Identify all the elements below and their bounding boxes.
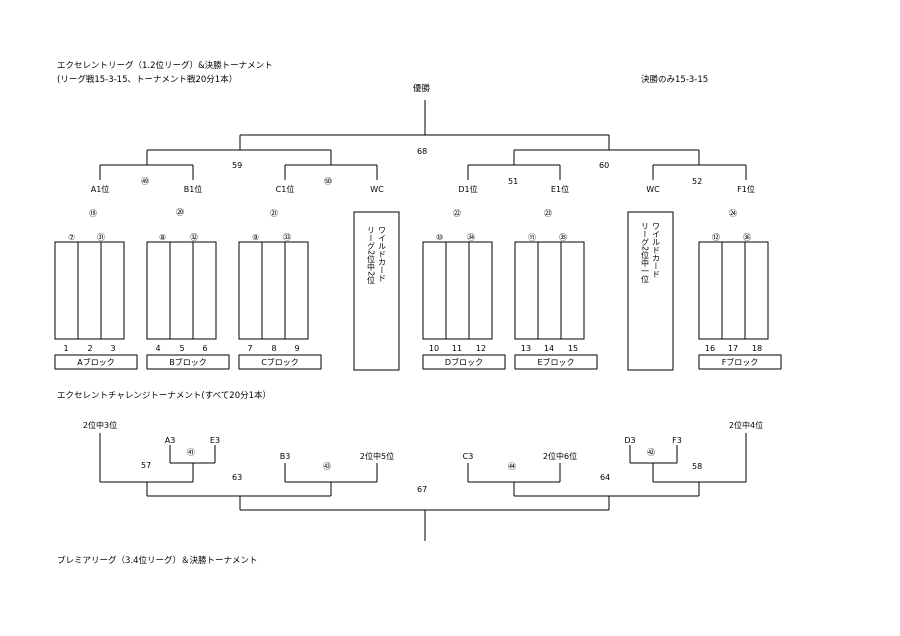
match-60: 60 <box>599 161 609 170</box>
match-52: 52 <box>692 177 702 186</box>
block-b-num-5: 5 <box>179 344 184 353</box>
block-b-circle: ⑳ <box>176 208 184 217</box>
block-f: ⑫ ㊱ 16 17 18 Fブロック <box>698 233 782 370</box>
wildcard-left-title: ワイルドカード <box>378 226 387 282</box>
block-a: ⑦ ㉛ 1 2 3 Aブロック <box>54 233 138 370</box>
block-d-circle: ㉒ <box>453 209 461 218</box>
block-e-num-14: 14 <box>544 344 554 353</box>
challenge-e3: E3 <box>210 436 220 445</box>
slot-a1: A1位 <box>91 184 110 194</box>
challenge-match-42: ㊷ <box>647 448 655 457</box>
match-68: 68 <box>417 147 427 156</box>
block-f-top-left: ⑫ <box>712 233 720 242</box>
wildcard-box-right: ワイルドカード リーグ2位中一位 <box>627 211 674 371</box>
slot-c1: C1位 <box>276 184 295 194</box>
match-49: ㊾ <box>141 177 149 186</box>
block-b-num-6: 6 <box>202 344 207 353</box>
challenge-2nd-3rd: 2位中3位 <box>83 420 117 430</box>
excellent-league-title: エクセレントリーグ（1.2位リーグ）&決勝トーナメント <box>57 60 273 71</box>
block-c-top-left: ⑨ <box>252 233 259 242</box>
challenge-match-67: 67 <box>417 485 427 494</box>
block-f-circle: ㉔ <box>729 209 737 218</box>
block-d-num-12: 12 <box>476 344 486 353</box>
challenge-b3: B3 <box>280 452 291 461</box>
slot-b1: B1位 <box>184 184 203 194</box>
challenge-match-43: ㊸ <box>323 462 331 471</box>
block-b-num-4: 4 <box>155 344 160 353</box>
block-d-top-right: ㉞ <box>467 233 475 242</box>
slot-wc-left: WC <box>370 185 384 194</box>
slot-wc-right: WC <box>646 185 660 194</box>
block-e-top-right: ㉟ <box>559 233 567 242</box>
challenge-d3: D3 <box>624 436 635 445</box>
block-b-label: Bブロック <box>169 357 207 367</box>
block-a-top-left: ⑦ <box>68 233 75 242</box>
block-c-top-right: ㉝ <box>283 233 291 242</box>
block-d-top-left: ⑩ <box>436 233 443 242</box>
block-b-top-left: ⑧ <box>159 233 166 242</box>
match-51: 51 <box>508 177 518 186</box>
block-c-num-9: 9 <box>294 344 299 353</box>
block-e-num-15: 15 <box>568 344 578 353</box>
premier-league-title: プレミアリーグ（3.4位リーグ）＆決勝トーナメント <box>57 555 258 566</box>
block-c-num-8: 8 <box>271 344 276 353</box>
final-only-rule: 決勝のみ15-3-15 <box>641 74 708 85</box>
challenge-a3: A3 <box>165 436 176 445</box>
challenge-match-57: 57 <box>141 461 151 470</box>
wildcard-right-title: ワイルドカード <box>652 222 661 278</box>
block-a-num-3: 3 <box>110 344 115 353</box>
block-f-top-right: ㊱ <box>743 233 751 242</box>
block-c-num-7: 7 <box>247 344 252 353</box>
block-e-num-13: 13 <box>521 344 531 353</box>
challenge-match-64: 64 <box>600 473 610 482</box>
challenge-2nd-4th: 2位中4位 <box>729 420 763 430</box>
block-a-label: Aブロック <box>77 357 114 367</box>
challenge-c3: C3 <box>463 452 474 461</box>
block-f-label: Fブロック <box>722 357 759 367</box>
block-a-num-2: 2 <box>87 344 92 353</box>
block-a-circle: ⑲ <box>89 209 97 218</box>
block-d-num-11: 11 <box>452 344 462 353</box>
block-c-label: Cブロック <box>261 357 299 367</box>
block-d-num-10: 10 <box>429 344 439 353</box>
challenge-f3: F3 <box>672 436 682 445</box>
challenge-2nd-6th: 2位中6位 <box>543 451 577 461</box>
match-59: 59 <box>232 161 242 170</box>
champion-label: 優勝 <box>413 83 431 94</box>
wildcard-left-desc: リーグ2位中2位 <box>367 226 376 284</box>
block-d-label: Dブロック <box>445 357 483 367</box>
challenge-match-63: 63 <box>232 473 242 482</box>
block-f-num-18: 18 <box>752 344 762 353</box>
block-e-top-left: ⑪ <box>528 233 536 242</box>
excellent-league-rules: (リーグ戦15-3-15、トーナメント戦20分1本） <box>57 74 237 85</box>
slot-e1: E1位 <box>551 184 569 194</box>
match-50: ㊿ <box>324 177 332 186</box>
challenge-match-41: ㊶ <box>187 448 195 457</box>
block-a-top-right: ㉛ <box>97 233 105 242</box>
challenge-match-58: 58 <box>692 462 702 471</box>
block-f-num-16: 16 <box>705 344 715 353</box>
block-d: ⑩ ㉞ 10 11 12 Dブロック <box>422 233 506 370</box>
block-c: ⑨ ㉝ 7 8 9 Cブロック <box>238 233 322 370</box>
wildcard-box-left: ワイルドカード リーグ2位中2位 <box>353 211 400 371</box>
challenge-bracket-lines <box>99 433 747 541</box>
slot-f1: F1位 <box>737 184 755 194</box>
block-e-label: Eブロック <box>537 357 574 367</box>
block-b-top-right: ㉜ <box>190 233 198 242</box>
challenge-2nd-5th: 2位中5位 <box>360 451 394 461</box>
block-e-circle: ㉓ <box>544 209 552 218</box>
block-e: ⑪ ㉟ 13 14 15 Eブロック <box>514 233 598 370</box>
block-c-circle: ㉑ <box>270 209 278 218</box>
block-f-num-17: 17 <box>728 344 738 353</box>
block-b: ⑧ ㉜ 4 5 6 Bブロック <box>146 233 230 370</box>
challenge-tournament-title: エクセレントチャレンジトーナメント(すべて20分1本） <box>57 390 271 401</box>
wildcard-right-desc: リーグ2位中一位 <box>641 222 650 283</box>
slot-d1: D1位 <box>458 184 477 194</box>
excellent-bracket-lines <box>99 100 747 180</box>
block-a-num-1: 1 <box>63 344 68 353</box>
challenge-match-44: ㊹ <box>508 462 516 471</box>
